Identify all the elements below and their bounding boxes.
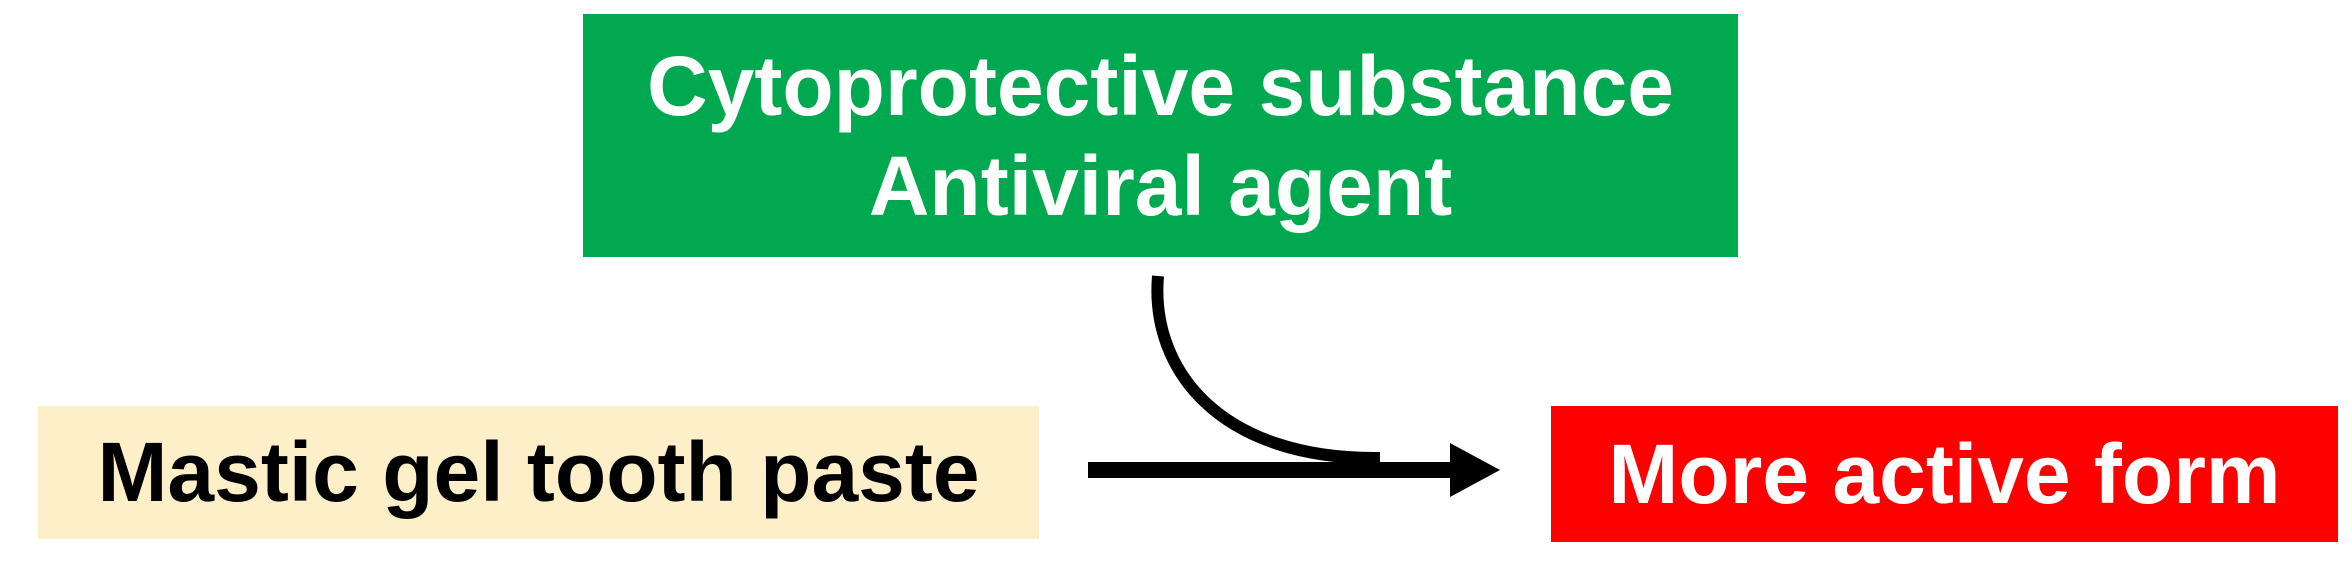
node-more-active-form: More active form (1551, 406, 2338, 542)
curved-arrow-top-to-right (1151, 275, 1381, 465)
node-right-label: More active form (1608, 426, 2281, 521)
node-top-line1: Cytoprotective substance (647, 38, 1674, 133)
arrowhead (1450, 443, 1500, 497)
node-left-label: Mastic gel tooth paste (97, 425, 980, 519)
node-mastic-gel-tooth-paste: Mastic gel tooth paste (38, 406, 1039, 539)
node-cytoprotective-antiviral: Cytoprotective substance Antiviral agent (583, 14, 1738, 257)
node-top-line2: Antiviral agent (868, 138, 1453, 233)
